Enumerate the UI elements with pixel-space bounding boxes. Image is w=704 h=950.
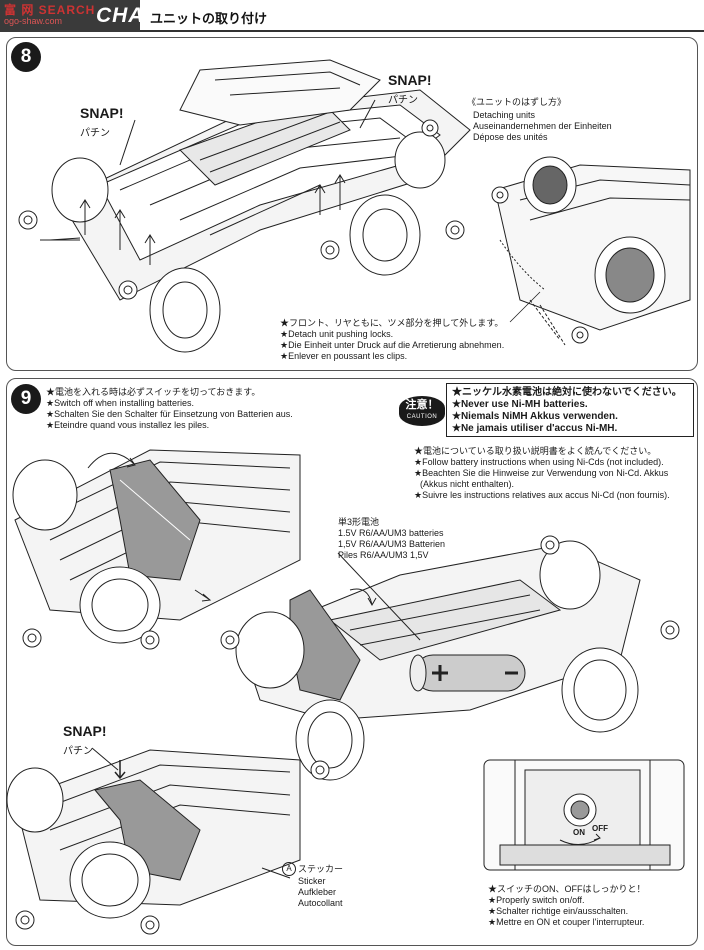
- switch-on-label: ON: [573, 828, 585, 837]
- warn-jp: ★ニッケル水素電池は絶対に使わないでください。: [452, 387, 682, 398]
- step8-note-en: ★Detach unit pushing locks.: [280, 329, 394, 339]
- caution-en: CAUTION: [406, 414, 438, 420]
- snap-label-step9-jp: パチン: [63, 746, 93, 757]
- batt-note-en: ★Follow battery instructions when using …: [414, 457, 664, 467]
- proper-switch-fr: ★Mettre en ON et couper l'interrupteur.: [488, 917, 645, 927]
- sticker-a-badge: A: [282, 862, 296, 876]
- detach-de: Auseinandernehmen der Einheiten: [473, 121, 612, 131]
- battery-label-jp: 単3形電池: [338, 517, 380, 527]
- step8-note-jp: ★フロント、リヤともに、ツメ部分を押して外します。: [280, 318, 504, 328]
- section-title: CHASSIS: [96, 4, 197, 27]
- proper-switch-jp: ★スイッチのON、OFFはしっかりと！: [488, 884, 646, 894]
- battery-label-en: 1.5V R6/AA/UM3 batteries: [338, 528, 444, 538]
- snap-label-left: SNAP!: [80, 105, 124, 121]
- warn-de: ★Niemals NiMH Akkus verwenden.: [452, 411, 618, 422]
- warn-en: ★Never use Ni-MH batteries.: [452, 399, 588, 410]
- step-9-number: 9: [11, 384, 41, 414]
- snap-label-step9: SNAP!: [63, 723, 107, 739]
- header-rule: [140, 30, 704, 32]
- watermark-url: ogo-shaw.com: [4, 16, 63, 26]
- snap-label-right: SNAP!: [388, 72, 432, 88]
- switch-off-label: OFF: [592, 824, 608, 833]
- switch-note-fr: ★Eteindre quand vous installez les piles…: [46, 420, 210, 430]
- section-title-jp: ユニットの取り付け: [150, 11, 268, 26]
- detach-en: Detaching units: [473, 110, 536, 120]
- switch-note-jp: ★電池を入れる時は必ずスイッチを切っておきます。: [46, 387, 261, 397]
- sticker-fr: Autocollant: [298, 898, 343, 908]
- caution-badge: 注意！ CAUTION: [399, 396, 445, 426]
- sticker-jp: ステッカー: [298, 864, 344, 874]
- batt-note-de1: ★Beachten Sie die Hinweise zur Verwendun…: [414, 468, 669, 478]
- caution-box: [446, 383, 694, 437]
- snap-label-left-jp: パチン: [80, 128, 110, 139]
- page-header: 富 网 SEARCH ogo-shaw.com CHASSIS ユニットの取り付…: [0, 0, 704, 32]
- sticker-en: Sticker: [298, 876, 326, 886]
- watermark-text: 富 网 SEARCH: [4, 3, 96, 17]
- step-8-number: 8: [11, 42, 41, 72]
- batt-note-jp: ★電池についている取り扱い説明書をよく読んでください。: [414, 446, 657, 456]
- step8-note-de: ★Die Einheit unter Druck auf die Arretie…: [280, 340, 505, 350]
- battery-label-fr: Piles R6/AA/UM3 1,5V: [338, 550, 429, 560]
- snap-label-right-jp: パチン: [388, 95, 418, 106]
- header-dark-bar: [0, 0, 140, 32]
- sticker-de: Aufkleber: [298, 887, 337, 897]
- batt-note-de2: (Akkus nicht enthalten).: [420, 479, 515, 489]
- caution-jp: 注意！: [405, 399, 439, 411]
- battery-label-de: 1,5V R6/AA/UM3 Batterien: [338, 539, 446, 549]
- detach-title-jp: 《ユニットのはずし方》: [467, 97, 567, 107]
- proper-switch-en: ★Properly switch on/off.: [488, 895, 585, 905]
- detach-fr: Dépose des unités: [473, 132, 548, 142]
- switch-note-de: ★Schalten Sie den Schalter für Einsetzun…: [46, 409, 293, 419]
- batt-note-fr: ★Suivre les instructions relatives aux a…: [414, 490, 670, 500]
- proper-switch-de: ★Schalter richtige ein/ausschalten.: [488, 906, 629, 916]
- warn-fr: ★Ne jamais utiliser d'accus Ni-MH.: [452, 423, 618, 434]
- step8-note-fr: ★Enlever en poussant les clips.: [280, 351, 408, 361]
- switch-note-en: ★Switch off when installing batteries.: [46, 398, 194, 408]
